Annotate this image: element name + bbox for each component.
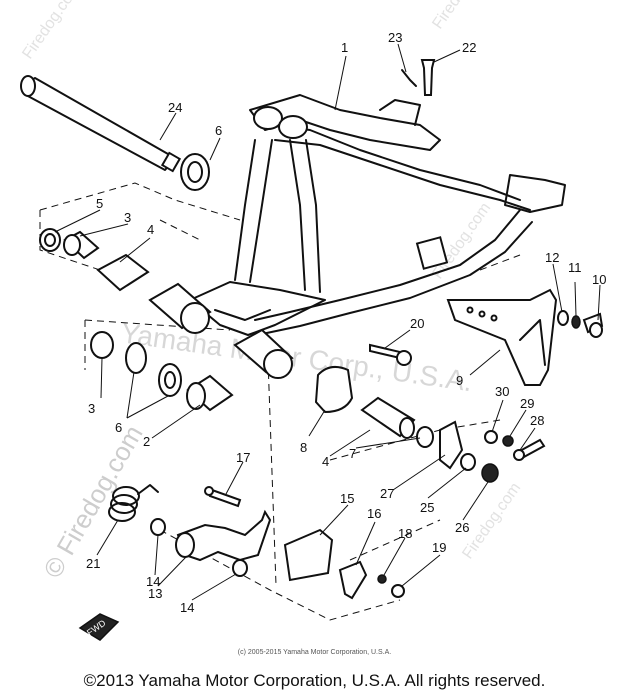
callout-25: 25 xyxy=(420,500,434,515)
callout-6-upper: 6 xyxy=(215,123,222,138)
washer-upper xyxy=(39,228,61,252)
washer-14-upper xyxy=(150,518,166,536)
callout-14-left: 14 xyxy=(146,574,160,589)
oil-seal-upper xyxy=(180,153,210,191)
pad-15 xyxy=(283,528,334,582)
small-copyright: (c) 2005-2015 Yamaha Motor Corporation, … xyxy=(237,649,392,656)
callout-19: 19 xyxy=(432,540,446,555)
callout-20: 20 xyxy=(410,316,424,331)
nut-19 xyxy=(391,584,405,598)
callout-4-upper: 4 xyxy=(147,222,154,237)
seal-lower-a xyxy=(125,342,147,374)
washer-7 xyxy=(416,426,434,448)
callout-22: 22 xyxy=(462,40,476,55)
callout-3-upper: 3 xyxy=(124,210,131,225)
callout-5: 5 xyxy=(96,196,103,211)
callout-18: 18 xyxy=(398,526,412,541)
bracket-9 xyxy=(446,288,558,386)
bracket-16 xyxy=(338,560,368,600)
callout-24: 24 xyxy=(168,100,182,115)
callout-16: 16 xyxy=(367,506,381,521)
callout-6-lower: 6 xyxy=(115,420,122,435)
callout-23: 23 xyxy=(388,30,402,45)
callout-2: 2 xyxy=(143,434,150,449)
fwd-badge: FWD xyxy=(78,613,120,641)
damper-block xyxy=(314,365,354,414)
washer-25 xyxy=(460,453,476,471)
arm-13 xyxy=(176,509,272,562)
callout-26: 26 xyxy=(455,520,469,535)
copyright-footer: ©2013 Yamaha Motor Corporation, U.S.A. A… xyxy=(83,671,546,690)
callout-13: 13 xyxy=(148,586,162,601)
nut-29 xyxy=(502,435,514,447)
callout-labels: 1 2 3 3 4 4 5 6 6 7 8 9 10 11 12 13 14 1… xyxy=(86,30,606,615)
callout-11: 11 xyxy=(568,260,582,275)
callout-28: 28 xyxy=(530,413,544,428)
watermark-tile-2: Firedog.com xyxy=(429,0,494,32)
callout-17: 17 xyxy=(236,450,250,465)
callout-7: 7 xyxy=(349,446,356,461)
bolt-17 xyxy=(208,488,242,508)
callout-15: 15 xyxy=(340,491,354,506)
callout-30: 30 xyxy=(495,384,509,399)
seal-lower-b xyxy=(158,363,182,397)
washer-14-lower xyxy=(232,559,248,577)
watermark-tile-1: Firedog.com xyxy=(19,0,84,62)
callout-1: 1 xyxy=(341,40,348,55)
callout-29: 29 xyxy=(520,396,534,411)
swing-arm-frame xyxy=(189,94,566,336)
washer-12 xyxy=(557,310,569,326)
callout-3-lower: 3 xyxy=(88,401,95,416)
callout-8: 8 xyxy=(300,440,307,455)
callout-27: 27 xyxy=(380,486,394,501)
washer-30 xyxy=(484,430,498,444)
callout-9: 9 xyxy=(456,373,463,388)
leader-lines xyxy=(54,43,601,601)
plate-27 xyxy=(439,420,464,470)
bushing-lower xyxy=(90,331,114,359)
callout-21: 21 xyxy=(86,556,100,571)
callout-12: 12 xyxy=(545,250,559,265)
spring-21 xyxy=(108,484,159,522)
nut-18 xyxy=(377,574,387,584)
bolt-22 xyxy=(420,59,436,96)
callout-4-lower: 4 xyxy=(322,454,329,469)
washer-11 xyxy=(571,315,581,329)
callout-14-right: 14 xyxy=(180,600,194,615)
pivot-shaft xyxy=(20,75,182,173)
callout-10: 10 xyxy=(592,272,606,287)
cotter-pin-23 xyxy=(401,69,417,87)
collar-upper xyxy=(96,253,150,292)
nut-26 xyxy=(481,463,499,483)
